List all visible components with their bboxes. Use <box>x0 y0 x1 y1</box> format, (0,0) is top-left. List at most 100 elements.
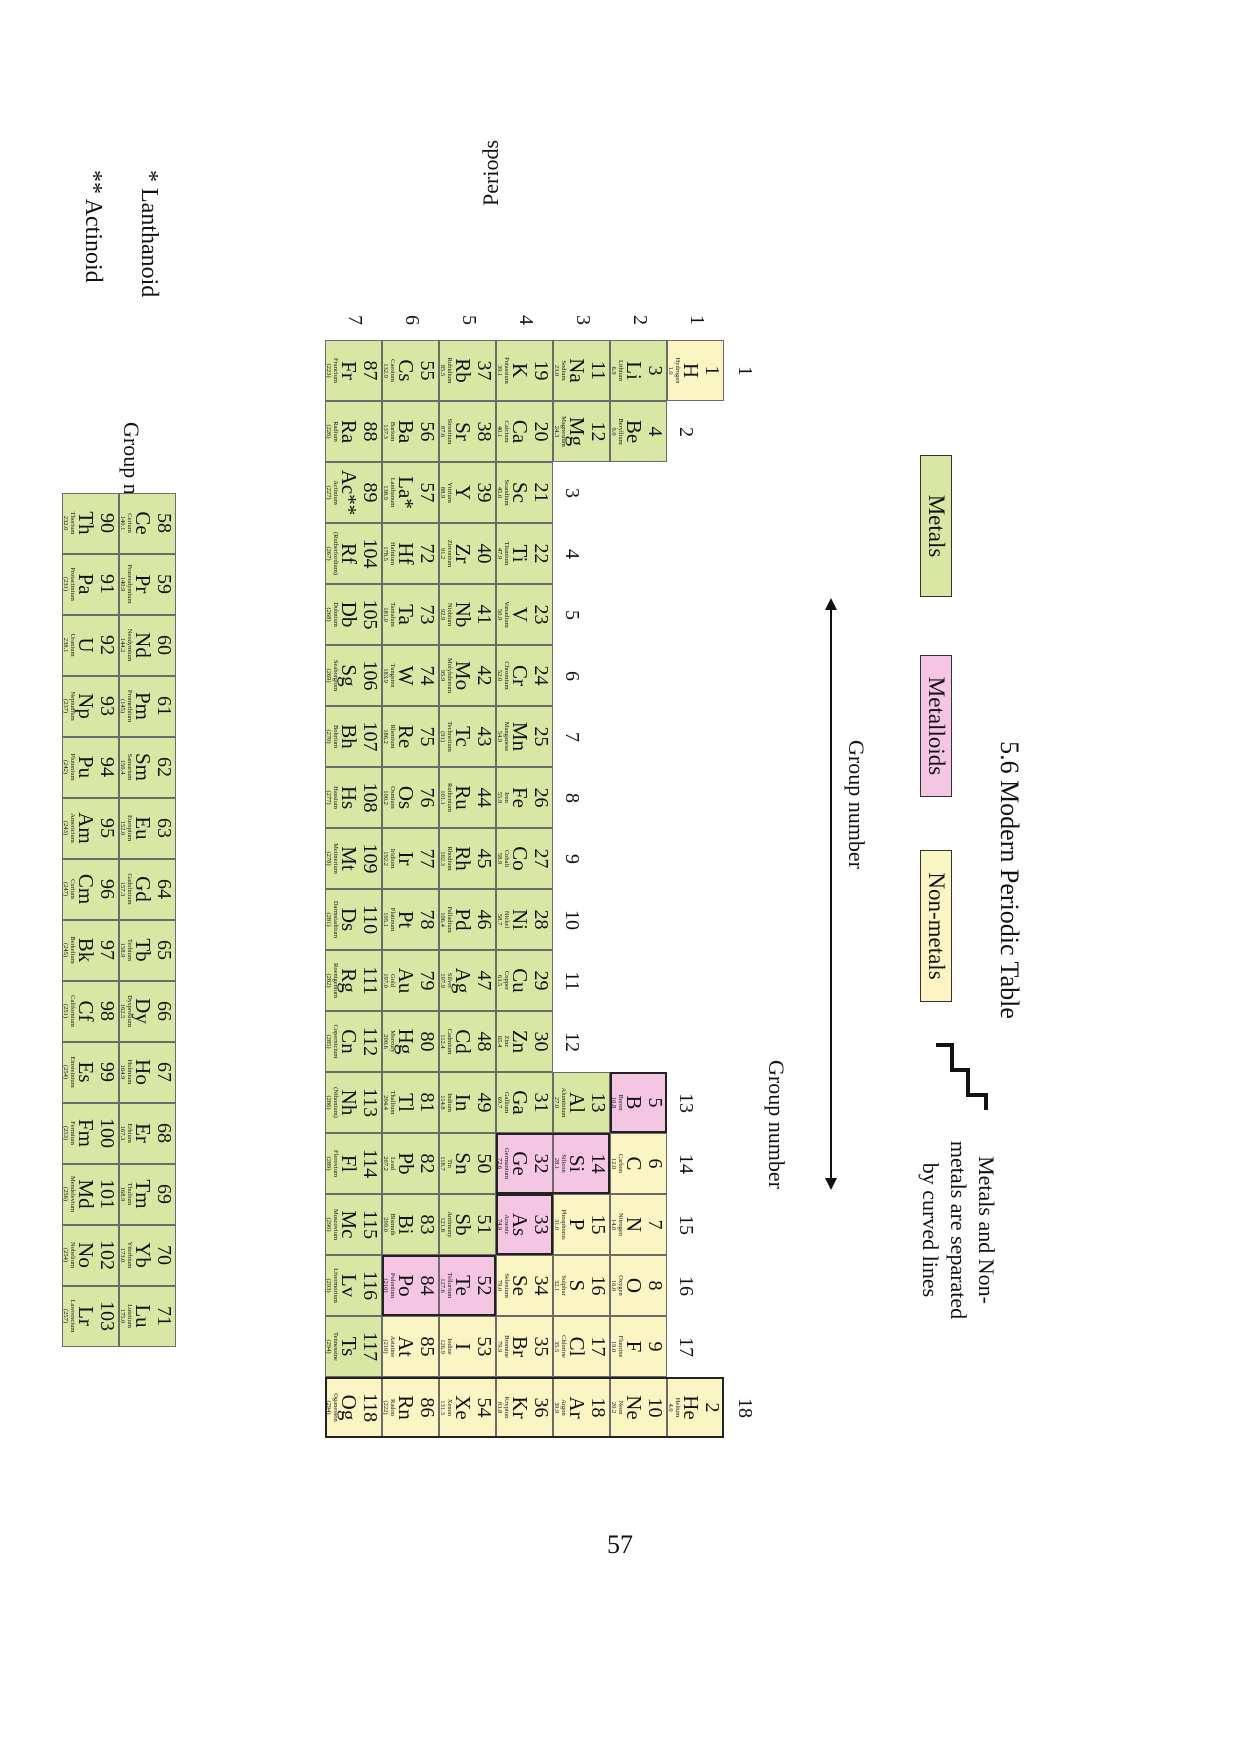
atomic-number: 28 <box>530 909 552 930</box>
element-name: Yttrium <box>446 482 453 503</box>
atomic-number: 109 <box>359 843 381 874</box>
atomic-number: 26 <box>530 787 552 808</box>
atomic-number: 91 <box>96 574 118 594</box>
element-name: Fermium <box>69 1121 76 1145</box>
element-name: Neon <box>617 1400 624 1415</box>
element-symbol: Cd <box>451 1029 475 1054</box>
atomic-number: 33 <box>530 1214 552 1235</box>
group-number-10: 10 <box>561 910 583 930</box>
atomic-mass: (253) <box>62 1125 69 1141</box>
atomic-number: 48 <box>473 1031 495 1052</box>
element-symbol: B <box>622 1095 646 1110</box>
element-name: Silver <box>446 972 453 989</box>
element-symbol: Ds <box>337 907 361 932</box>
atomic-mass: 127.6 <box>439 1278 446 1293</box>
atomic-number: 3 <box>644 365 666 376</box>
atomic-mass: 144.2 <box>119 637 126 653</box>
atomic-number: 34 <box>530 1275 552 1296</box>
element-symbol: Ts <box>337 1336 361 1357</box>
atomic-number: 117 <box>359 1331 381 1362</box>
element-symbol: Dy <box>131 998 155 1024</box>
atomic-number: 103 <box>96 1301 118 1331</box>
element-name: Tellurium <box>446 1272 453 1299</box>
element-symbol: Bk <box>74 937 98 963</box>
element-symbol: Al <box>565 1092 589 1113</box>
element-symbol: Si <box>565 1154 589 1173</box>
element-symbol: Ce <box>131 511 155 535</box>
element-symbol: Tc <box>451 726 475 747</box>
element-symbol: Ta <box>394 604 418 625</box>
element-symbol: No <box>74 1242 98 1268</box>
element-name: Americium <box>69 813 76 843</box>
atomic-number: 102 <box>96 1240 118 1270</box>
element-name: Seaborgium <box>332 659 339 692</box>
element-symbol: Sr <box>451 422 475 441</box>
group-number-2: 2 <box>675 427 697 437</box>
atomic-number: 83 <box>416 1214 438 1235</box>
atomic-number: 66 <box>153 1001 175 1021</box>
atomic-mass: 92.9 <box>439 608 446 621</box>
element-symbol: Pa <box>74 573 98 595</box>
element-name: Lutetium <box>126 1304 133 1328</box>
page-number: 57 <box>607 1530 633 1559</box>
atomic-number: 72 <box>416 543 438 564</box>
atomic-number: 96 <box>96 879 118 899</box>
atomic-mass: (269) <box>325 668 332 683</box>
atomic-mass: 183.9 <box>382 668 389 683</box>
group-number-12: 12 <box>561 1032 583 1052</box>
periods-label: Periods <box>478 140 503 206</box>
atomic-mass: (223) <box>325 363 332 378</box>
atomic-mass: (294) <box>325 1339 332 1354</box>
atomic-mass: 32.1 <box>553 1279 560 1292</box>
atomic-mass: 186.2 <box>382 729 389 744</box>
atomic-mass: (289) <box>325 1156 332 1171</box>
atomic-number: 50 <box>473 1153 495 1174</box>
atomic-number: 60 <box>153 635 175 655</box>
element-symbol: Tb <box>131 938 155 962</box>
atomic-mass: 20.2 <box>610 1401 617 1414</box>
atomic-mass: 167.3 <box>119 1125 126 1141</box>
atomic-mass: 16.0 <box>610 1279 617 1292</box>
element-name: Copernicium <box>332 1024 339 1059</box>
atomic-mass: 200.6 <box>382 1034 389 1049</box>
atomic-number: 17 <box>587 1336 609 1357</box>
element-symbol: Mt <box>337 846 361 871</box>
atomic-mass: 132.9 <box>382 363 389 378</box>
element-name: Radium <box>332 421 339 442</box>
element-symbol: Lv <box>337 1273 361 1298</box>
atomic-number: 1 <box>701 365 723 376</box>
atomic-mass: 24.3 <box>553 425 560 438</box>
element-symbol: As <box>508 1212 532 1237</box>
atomic-mass: 45.0 <box>496 486 503 499</box>
element-symbol: In <box>451 1093 475 1112</box>
atomic-mass: 39.1 <box>496 364 503 377</box>
atomic-number: 110 <box>359 904 381 935</box>
atomic-mass: 28.1 <box>553 1157 560 1170</box>
element-name: Cobalt <box>503 849 510 868</box>
element-name: Promethium <box>126 689 133 723</box>
element-symbol: Sn <box>451 1152 475 1175</box>
group-number-label-right: Group number <box>764 1060 789 1189</box>
group-number-17: 17 <box>675 1337 697 1357</box>
atomic-mass: 152.0 <box>119 820 126 836</box>
atomic-number: 69 <box>153 1184 175 1204</box>
staircase-line-icon <box>936 1043 988 1110</box>
element-name: Ruthenium <box>446 783 453 812</box>
element-symbol: Ru <box>451 785 475 810</box>
element-symbol: Re <box>394 724 418 749</box>
